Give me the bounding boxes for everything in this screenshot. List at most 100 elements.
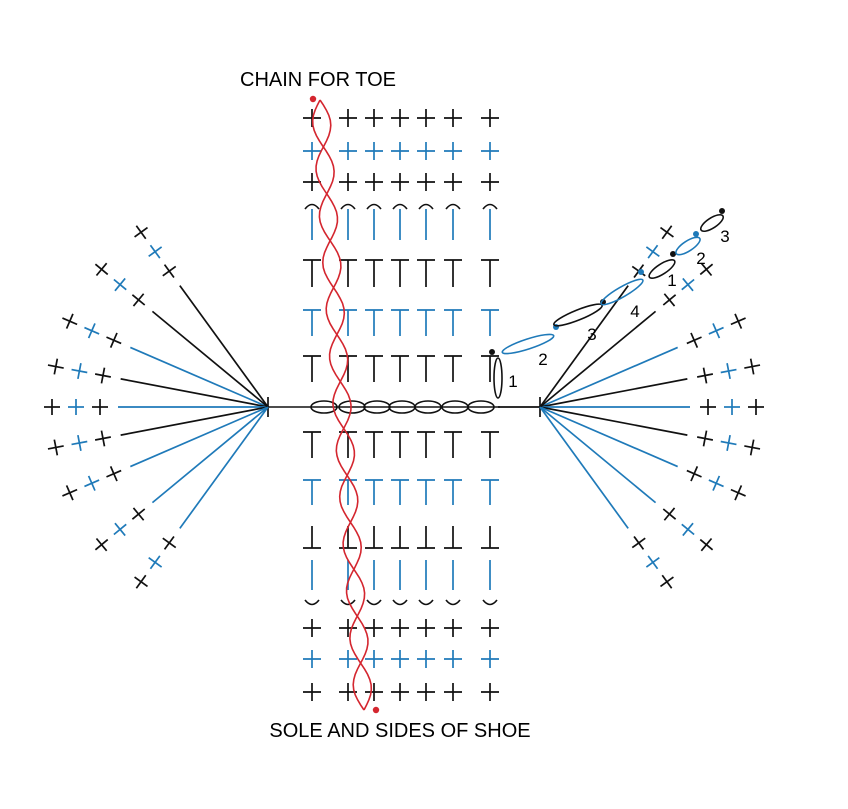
sc-stitch-post [749, 358, 755, 375]
sc-stitch-post [87, 323, 96, 339]
radial-spoke-line [539, 406, 688, 436]
chain-stitch-oval [414, 400, 442, 414]
sc-stitch-post [148, 556, 163, 568]
back-loop-arc-icon [418, 203, 434, 210]
step-number-1-round-2: 1 [667, 271, 676, 290]
sc-stitch-post [700, 537, 713, 552]
sc-stitch-post [132, 293, 145, 307]
start-dot-marker [372, 706, 380, 714]
back-loop-arc-icon [445, 599, 461, 606]
start-dot-marker [693, 231, 699, 237]
sc-stitch-post [690, 332, 699, 348]
sc-stitch-post [114, 522, 126, 537]
step-number-1-round-1: 1 [508, 372, 517, 391]
back-loop-arc-icon [340, 203, 356, 210]
chain-stitch-oval [675, 236, 701, 256]
sc-stitch-post [109, 466, 118, 482]
back-loop-arc-icon [340, 599, 356, 606]
radial-spoke-line [129, 346, 269, 408]
sc-stitch-post [53, 439, 59, 456]
sc-stitch-post [645, 246, 660, 258]
sc-stitch-post [659, 576, 674, 588]
chain-stitch-oval [501, 333, 555, 355]
back-loop-arc-icon [445, 203, 461, 210]
sole-and-sides-label: SOLE AND SIDES OF SHOE [269, 720, 530, 742]
step-number-2-round-2: 2 [696, 249, 705, 268]
stitch-symbols [44, 95, 764, 714]
radial-spoke-line [120, 406, 269, 436]
sc-stitch-post [114, 277, 126, 292]
radial-spoke-line [151, 406, 269, 504]
back-loop-arc-icon [418, 599, 434, 606]
sc-stitch-post [134, 226, 149, 238]
sc-stitch-post [700, 262, 713, 277]
sc-stitch-post [645, 556, 660, 568]
back-loop-arc-icon [482, 599, 498, 606]
step-number-2-round-1: 2 [538, 350, 547, 369]
sc-stitch-post [734, 313, 743, 329]
toe-chain-red-line [311, 99, 369, 711]
back-loop-arc-icon [366, 203, 382, 210]
back-loop-arc-icon [392, 599, 408, 606]
back-loop-arc-icon [304, 203, 320, 210]
sc-stitch-post [659, 226, 674, 238]
sc-stitch-post [726, 434, 731, 451]
back-loop-arc-icon [482, 203, 498, 210]
sc-stitch-post [100, 367, 106, 384]
radial-spoke-line [179, 285, 269, 408]
back-loop-arc-icon [366, 599, 382, 606]
sc-stitch-post [726, 363, 731, 380]
chain-stitch-oval [338, 400, 366, 414]
sc-stitch-post [132, 507, 145, 521]
radial-spoke-line [539, 378, 688, 408]
chain-stitch-oval [699, 213, 725, 233]
sc-stitch-post [682, 522, 694, 537]
radial-spoke-line [539, 285, 629, 408]
start-dot-marker [638, 269, 644, 275]
sc-stitch-post [712, 475, 721, 491]
sc-stitch-post [631, 537, 646, 549]
start-dot-marker [489, 349, 495, 355]
toe-chain-red-line [315, 99, 373, 711]
sc-stitch-post [95, 262, 108, 277]
start-dot-marker [309, 95, 317, 103]
radial-spoke-line [151, 310, 269, 408]
sc-stitch-post [663, 507, 676, 521]
sc-stitch-post [100, 430, 106, 447]
step-number-4-round-1: 4 [630, 302, 639, 321]
chain-stitch-oval [467, 400, 495, 414]
step-number-3-round-1: 3 [587, 325, 596, 344]
chain-stitch-oval [600, 278, 644, 306]
sc-stitch-post [87, 475, 96, 491]
sc-stitch-post [95, 537, 108, 552]
chain-for-toe-label: CHAIN FOR TOE [240, 69, 396, 91]
sc-stitch-post [702, 367, 708, 384]
start-dot-marker [670, 251, 676, 257]
sc-stitch-post [77, 363, 82, 380]
sc-stitch-post [663, 293, 676, 307]
sc-stitch-post [162, 265, 177, 277]
sc-stitch-post [65, 485, 74, 501]
sc-stitch-post [148, 246, 163, 258]
radial-spoke-line [539, 406, 629, 529]
radial-spoke-line [539, 406, 657, 504]
chain-stitch-oval [310, 400, 338, 414]
back-loop-arc-icon [392, 203, 408, 210]
sc-stitch-post [702, 430, 708, 447]
start-dot-marker [719, 208, 725, 214]
sc-stitch-post [712, 323, 721, 339]
step-number-3-round-2: 3 [720, 227, 729, 246]
sc-stitch-post [682, 277, 694, 292]
sc-stitch-post [734, 485, 743, 501]
sc-stitch-post [109, 332, 118, 348]
sc-stitch-post [162, 537, 177, 549]
radial-spoke-line [539, 346, 679, 408]
radial-spoke-line [539, 406, 679, 468]
chain-stitch-oval [648, 259, 676, 279]
radial-spoke-line [539, 310, 657, 408]
sc-stitch-post [77, 434, 82, 451]
sc-stitch-post [53, 358, 59, 375]
sc-stitch-post [134, 576, 149, 588]
